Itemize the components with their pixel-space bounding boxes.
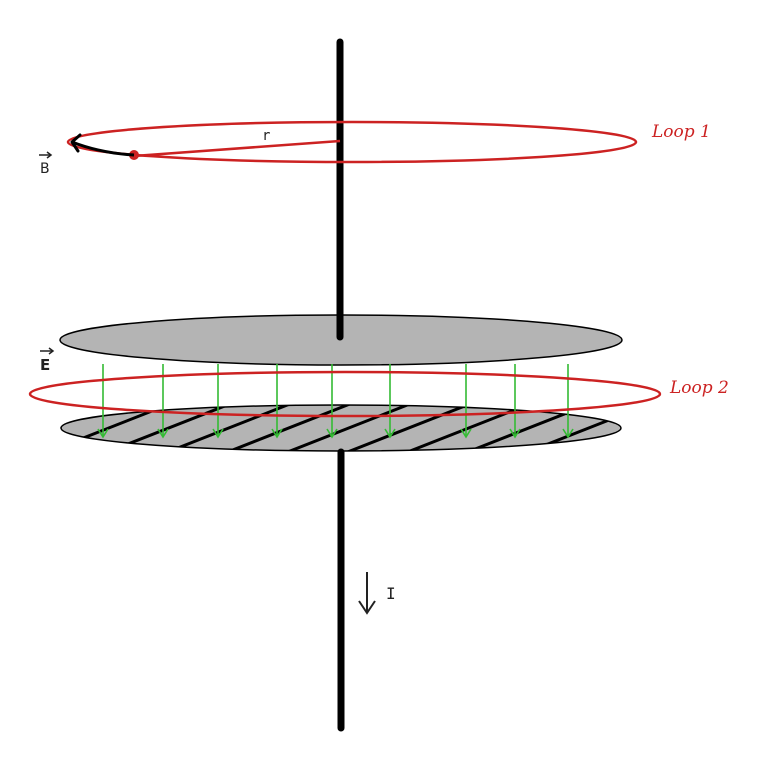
e-field-arrowhead xyxy=(460,428,472,439)
b-field-arrowhead xyxy=(70,133,82,153)
hatch-stripe xyxy=(219,405,361,451)
e-field-arrowhead xyxy=(509,428,521,439)
b-field-vector xyxy=(71,140,135,157)
e-field-arrowhead xyxy=(212,428,224,439)
b-field-overarrow-head xyxy=(46,151,53,159)
loop-2-label: Loop 2 xyxy=(669,378,729,398)
e-field-arrowhead xyxy=(157,428,169,439)
radius-label: r xyxy=(262,128,270,144)
current-label: I xyxy=(386,584,396,603)
loop-2 xyxy=(28,370,662,418)
hatch-stripe xyxy=(339,405,481,451)
loop-1-label: Loop 1 xyxy=(651,122,711,142)
e-field-arrowhead xyxy=(326,428,338,439)
e-field-arrowhead xyxy=(562,428,574,439)
e-field-overarrow-head xyxy=(48,347,55,355)
current-arrowhead xyxy=(358,600,376,615)
e-field-label: E xyxy=(40,347,55,374)
loop-1 xyxy=(66,120,638,164)
b-field-label: B xyxy=(39,151,53,177)
radius-line xyxy=(133,139,341,158)
e-field-symbol: E xyxy=(40,356,50,374)
e-field-arrowhead xyxy=(97,428,109,439)
hatch-stripe xyxy=(279,405,421,451)
e-field-arrowhead xyxy=(384,428,396,439)
b-field-symbol: B xyxy=(40,161,50,177)
e-field-arrowhead xyxy=(271,428,283,439)
